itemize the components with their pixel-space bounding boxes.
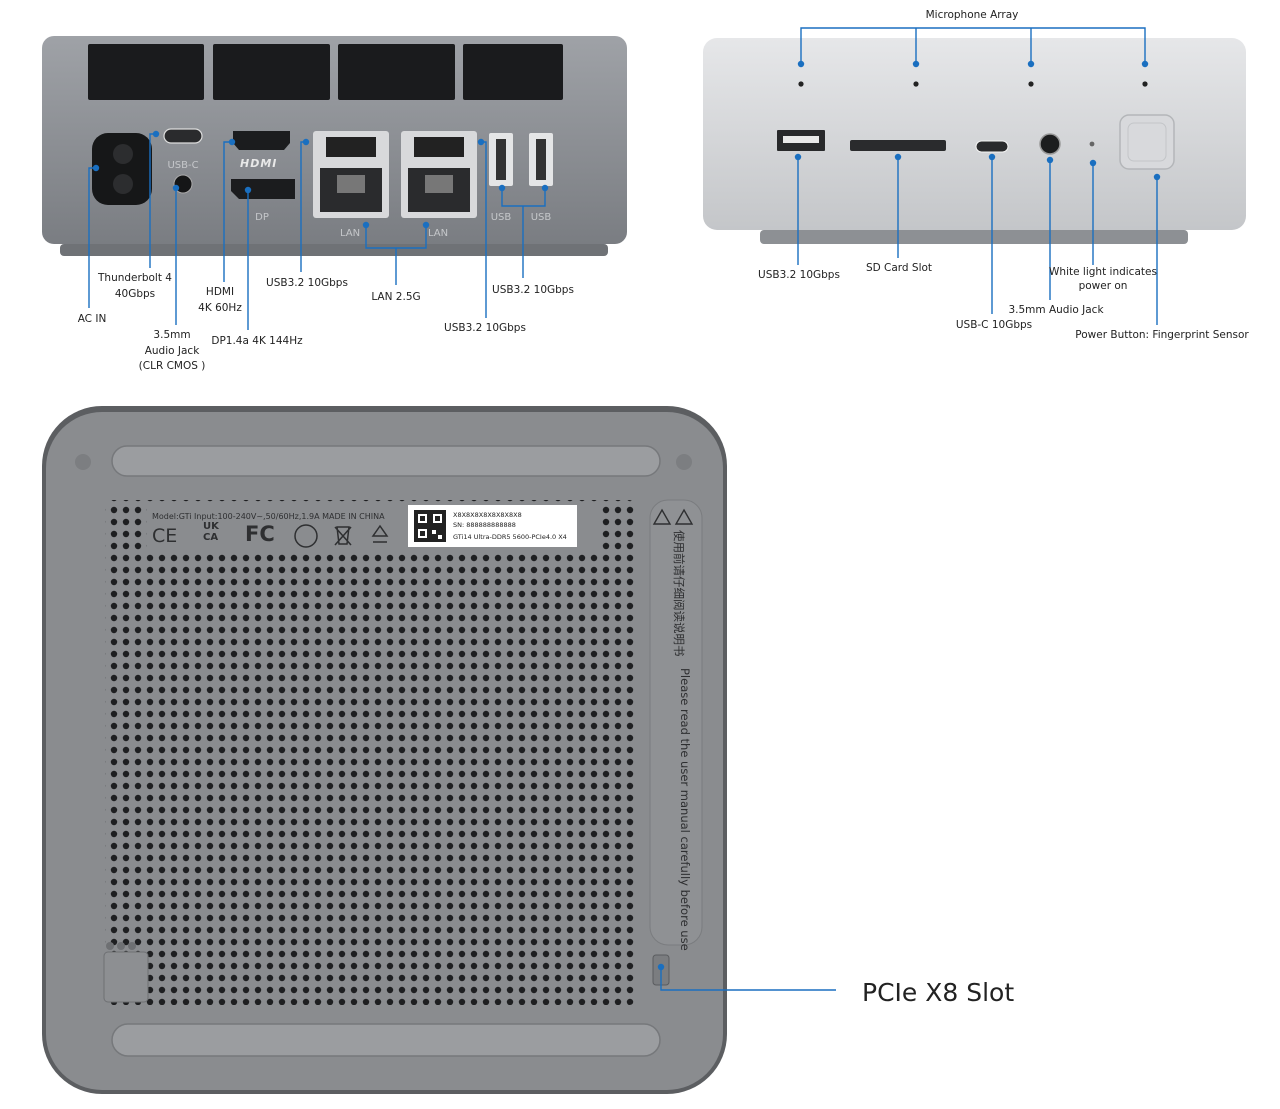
front-usb-c-label: USB-C 10Gbps [955, 319, 1033, 331]
bottom-panel [42, 406, 727, 1094]
lan-right-mark: LAN [427, 228, 449, 239]
label-serial: X8X8X8X8X8X8X8X8 [453, 511, 522, 519]
hdmi-label-2: 4K 60Hz [198, 302, 242, 314]
hdmi-mark: HDMI [240, 157, 278, 170]
back-vents [88, 44, 563, 100]
pcie-slot-label: PCIe X8 Slot [862, 978, 1015, 1007]
label-sn: SN: 888888888888 [453, 521, 516, 529]
usb-right-label: USB3.2 10Gbps [444, 322, 526, 334]
power-light-label-1: White light indicates [1049, 266, 1157, 278]
fcc-mark: FC [245, 522, 275, 546]
dp-label: DP1.4a 4K 144Hz [211, 335, 303, 347]
top-rail [111, 445, 661, 477]
power-light-label-2: power on [1078, 280, 1128, 292]
recycle-icon [371, 524, 389, 543]
back-callout-dots [92, 130, 549, 229]
sd-slot [850, 140, 946, 151]
front-audio [1039, 133, 1061, 155]
usb-vertical-label: USB3.2 10Gbps [492, 284, 574, 296]
usb-left-mark: USB [490, 212, 512, 223]
hdmi-label-1: HDMI [205, 286, 235, 298]
power-button-label: Power Button: Fingerprint Sensor [1075, 329, 1249, 341]
lan-label: LAN 2.5G [371, 291, 421, 303]
hdmi-port [233, 131, 290, 150]
corner-pad [103, 951, 149, 1003]
lan-left-mark: LAN [339, 228, 361, 239]
sd-card-label: SD Card Slot [865, 262, 933, 274]
warning-cn: 使用前请仔细阅读说明书 [672, 530, 686, 657]
front-callout-lines [797, 27, 1158, 325]
weee-icon [294, 524, 318, 548]
front-callout-dots [794, 60, 1161, 181]
pcie-callout-line [660, 967, 836, 991]
audio-label-2: Audio Jack [144, 345, 200, 357]
ce-mark: CE [152, 525, 178, 547]
audio-label-3: (CLR CMOS ) [138, 360, 206, 372]
usb-c-mark: USB-C [167, 160, 199, 171]
front-panel [703, 38, 1246, 244]
thunderbolt-label-2: 40Gbps [114, 288, 156, 300]
front-usb-c [975, 140, 1009, 153]
bin-icon [334, 526, 352, 546]
mic-array-label: Microphone Array [925, 9, 1019, 21]
warning-triangles [652, 508, 694, 525]
thunderbolt-port [163, 128, 203, 144]
usb-a-label: USB3.2 10Gbps [266, 277, 348, 289]
power-button-shape [1119, 114, 1175, 170]
bottom-rail [111, 1023, 661, 1057]
spec-text: Model:GTi Input:100-240V~,50/60Hz,1.9A M… [152, 512, 385, 521]
ukca-mark: UK CA [203, 521, 219, 543]
warning-en: Please read the user manual carefully be… [678, 668, 692, 951]
usb-right-mark: USB [530, 212, 552, 223]
ac-in-port [92, 133, 152, 205]
warning-strip [649, 499, 703, 946]
vent-grid [105, 500, 635, 1005]
label-model: GTi14 Ultra-DDR5 5600-PCIe4.0 X4 [453, 533, 567, 541]
front-audio-label: 3.5mm Audio Jack [1008, 304, 1104, 316]
audio-label-1: 3.5mm [153, 329, 191, 341]
thunderbolt-label-1: Thunderbolt 4 [98, 272, 172, 284]
dp-mark: DP [255, 212, 269, 223]
cert-icons [294, 524, 389, 548]
mic-holes [798, 81, 1148, 87]
front-usb-label: USB3.2 10Gbps [758, 269, 840, 281]
ac-in-label: AC IN [77, 313, 107, 325]
dp-port [231, 179, 295, 199]
power-led [1089, 141, 1095, 147]
back-panel [42, 36, 627, 256]
